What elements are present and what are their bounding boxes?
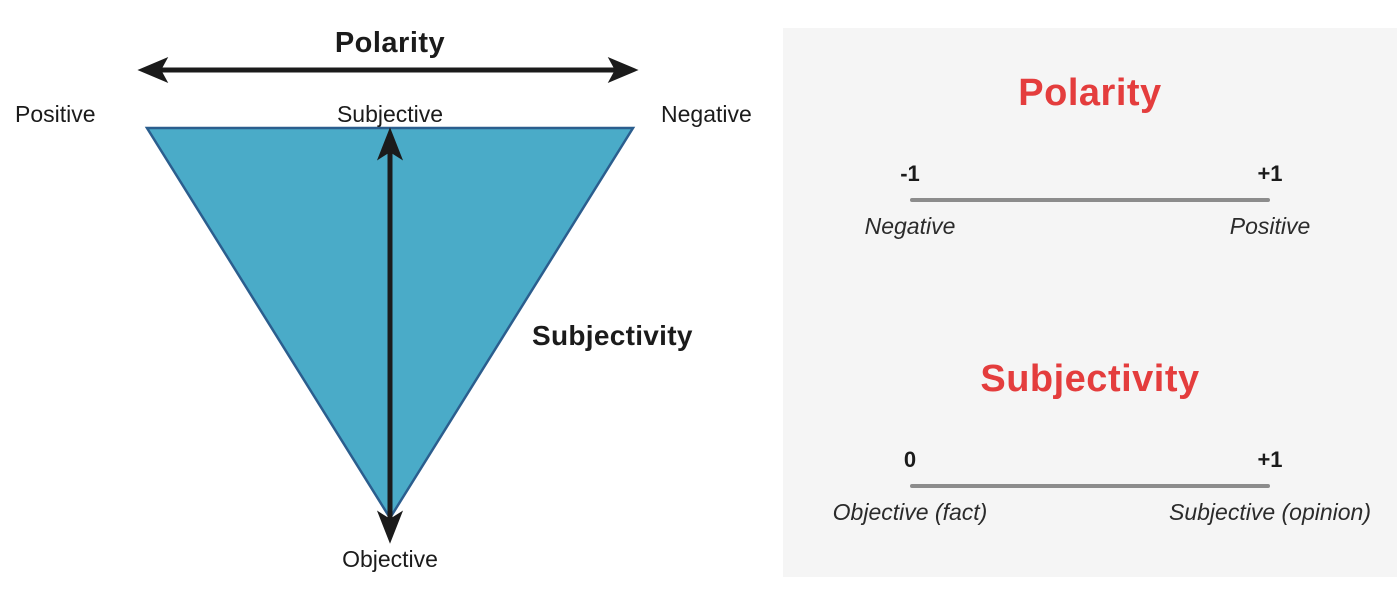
polarity-scale-title: Polarity xyxy=(1018,72,1162,114)
polarity-min-value: -1 xyxy=(900,160,920,186)
positive-pole-label: Positive xyxy=(15,101,96,127)
subjectivity-scale-line xyxy=(910,483,1270,488)
subjectivity-axis-arrow-icon xyxy=(376,127,404,544)
polarity-max-value: +1 xyxy=(1257,160,1283,186)
scales-panel: Polarity -1 +1 Negative Positive Subject… xyxy=(783,28,1397,577)
polarity-scale-section: Polarity -1 +1 Negative Positive xyxy=(783,72,1397,245)
polarity-scale: -1 +1 Negative Positive xyxy=(865,161,1311,245)
objective-apex-label: Objective xyxy=(342,546,438,572)
subjectivity-axis-title: Subjectivity xyxy=(532,320,693,351)
subjectivity-min-value: 0 xyxy=(903,446,917,472)
subjectivity-max-value: +1 xyxy=(1257,446,1283,472)
polarity-min-label: Negative xyxy=(864,212,956,239)
subjectivity-max-label: Subjective (opinion) xyxy=(1168,498,1372,525)
subjectivity-min-label: Objective (fact) xyxy=(832,498,988,525)
subjective-apex-label: Subjective xyxy=(336,101,444,127)
polarity-axis-arrow-icon xyxy=(137,56,639,84)
negative-pole-label: Negative xyxy=(661,101,752,127)
polarity-max-label: Positive xyxy=(1229,212,1311,239)
subjectivity-scale-section: Subjectivity 0 +1 Objective (fact) Subje… xyxy=(783,358,1397,531)
polarity-scale-line xyxy=(910,197,1270,202)
triangle-diagram-shapes xyxy=(137,56,639,544)
subjectivity-scale-title: Subjectivity xyxy=(980,358,1200,400)
subjectivity-scale: 0 +1 Objective (fact) Subjective (opinio… xyxy=(833,447,1371,531)
polarity-axis-title: Polarity xyxy=(334,27,446,59)
polarity-subjectivity-triangle-diagram: Polarity Positive Subjective Negative Su… xyxy=(15,27,752,572)
